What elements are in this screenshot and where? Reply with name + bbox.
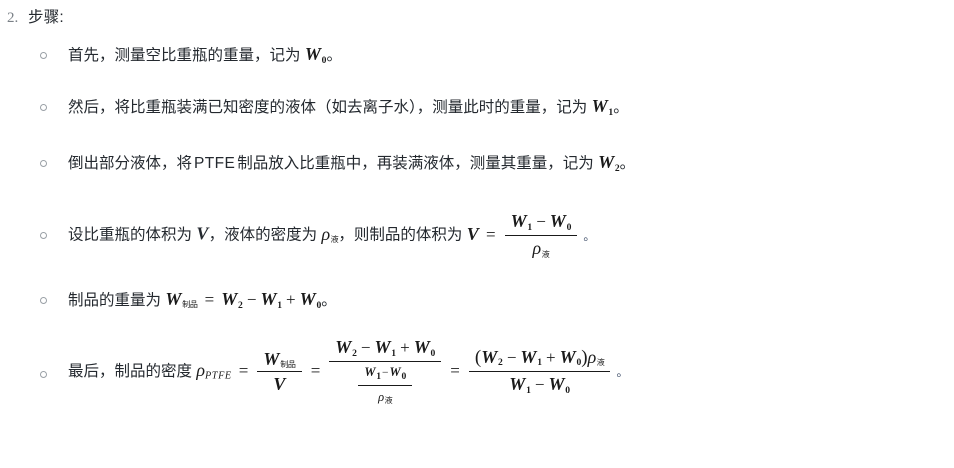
step-2-period: 。 xyxy=(613,99,629,116)
density-fraction-1-numerator: W制品 xyxy=(257,349,302,373)
ptfe-label: PTFE xyxy=(194,155,236,172)
step-1-content: 首先，测量空比重瓶的重量，记为 W0。 xyxy=(68,30,954,66)
step-4-text-1: 设比重瓶的体积为 xyxy=(68,226,193,244)
step-2-content: 然后，将比重瓶装满已知密度的液体（如去离子水），测量此时的重量，记为 W1。 xyxy=(68,84,954,118)
step-3-text-lead: 倒出部分液体，将 xyxy=(68,155,193,172)
step-1-text: 首先，测量空比重瓶的重量，记为 xyxy=(68,47,301,64)
step-2-math: W1 xyxy=(591,96,614,118)
step-6-text: 最后，制品的密度 xyxy=(68,363,193,381)
list-item-step-5: 制品的重量为 W制品=W2−W1+W0。 xyxy=(0,278,954,330)
nested-fraction-numerator: W1−W0 xyxy=(358,363,413,386)
bullet-circle-icon xyxy=(40,371,47,378)
bullet-circle-icon xyxy=(40,232,47,239)
density-fraction-2-numerator: W2−W1+W0 xyxy=(329,337,442,363)
volume-fraction-denominator: ρ液 xyxy=(532,238,550,259)
bullet-circle-icon xyxy=(40,52,47,59)
volume-symbol: V xyxy=(196,223,209,244)
step-6-period: 。 xyxy=(616,365,629,380)
weight-formula: W制品=W2−W1+W0 xyxy=(165,289,322,311)
bullet-circle-icon xyxy=(40,297,47,304)
volume-fraction-numerator: W1−W0 xyxy=(504,211,578,237)
bullet-circle-icon xyxy=(40,160,47,167)
list-item-step-1: 首先，测量空比重瓶的重量，记为 W0。 xyxy=(0,30,954,84)
section-title: 步骤: xyxy=(28,9,64,26)
section-heading-item: 2. 步骤: xyxy=(0,6,954,30)
step-5-text: 制品的重量为 xyxy=(68,292,162,309)
ordered-list-marker: 2. xyxy=(7,10,19,26)
step-1-period: 。 xyxy=(326,47,342,64)
step-3-period: 。 xyxy=(619,155,636,172)
step-3-math: W2 xyxy=(598,152,620,174)
density-fraction-2-denominator: W1−W0 ρ液 xyxy=(329,362,441,406)
step-4-text-2: ，液体的密度为 xyxy=(208,226,318,244)
bullet-circle-icon xyxy=(40,104,47,111)
step-4-period: 。 xyxy=(583,228,596,243)
density-fraction-1-denominator: V xyxy=(273,374,286,395)
steps-list: 首先，测量空比重瓶的重量，记为 W0。 然后，将比重瓶装满已知密度的液体（如去离… xyxy=(0,30,954,426)
step-1-math: W0 xyxy=(304,44,327,66)
rho-liquid-symbol: ρ液 xyxy=(321,223,339,244)
step-2-text: 然后，将比重瓶装满已知密度的液体（如去离子水），测量此时的重量，记为 xyxy=(68,99,588,116)
list-item-step-2: 然后，将比重瓶装满已知密度的液体（如去离子水），测量此时的重量，记为 W1。 xyxy=(0,84,954,141)
nested-fraction-denominator: ρ液 xyxy=(378,389,393,406)
nested-fraction: W1−W0 ρ液 xyxy=(358,363,413,406)
density-fraction-3-denominator: W1−W0 xyxy=(509,374,571,396)
step-3-text-tail: 制品放入比重瓶中，再装满液体，测量其重量，记为 xyxy=(237,155,594,172)
step-4-text-3: ，则制品的体积为 xyxy=(338,226,463,244)
density-fraction-3-numerator: (W2−W1+W0)ρ液 xyxy=(468,347,611,373)
step-5-content: 制品的重量为 W制品=W2−W1+W0。 xyxy=(68,278,954,311)
step-5-period: 。 xyxy=(321,292,337,309)
